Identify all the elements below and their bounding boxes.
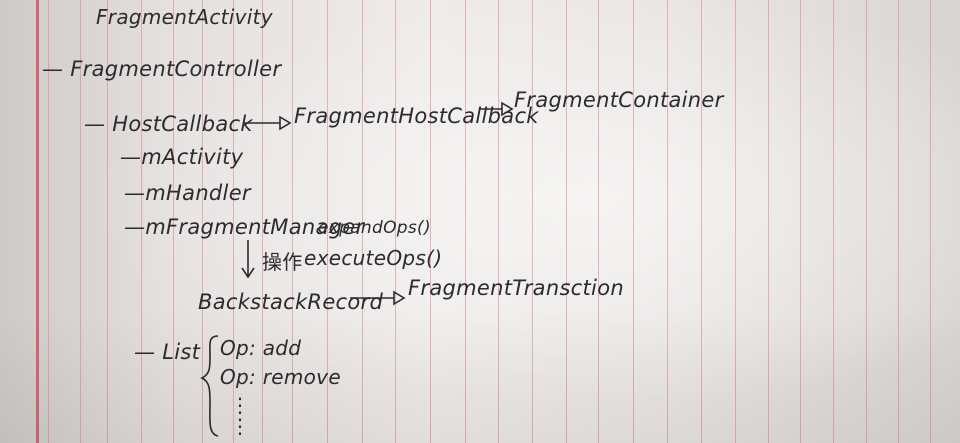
note-host-callback: — HostCallback [84, 112, 253, 136]
rule-line [633, 0, 635, 443]
note-ellipsis: ⋮ [230, 414, 251, 438]
note-operate-char: 操作 [262, 250, 303, 274]
rule-line [898, 0, 900, 443]
rule-line [498, 0, 500, 443]
rule-line [465, 0, 467, 443]
note-fragment-container: FragmentContainer [514, 88, 724, 112]
rule-line [800, 0, 802, 443]
rule-line [667, 0, 669, 443]
rule-line [233, 0, 235, 443]
rule-line [262, 0, 264, 443]
note-fragment-host-callback: FragmentHostCallback [294, 104, 539, 128]
inherit-arrow-icon [350, 290, 406, 306]
rule-line [395, 0, 397, 443]
down-arrow-icon [240, 240, 256, 280]
rule-line [532, 0, 534, 443]
rule-line [48, 0, 50, 443]
rule-line [768, 0, 770, 443]
rule-line [292, 0, 294, 443]
note-m-activity: —mActivity [120, 145, 244, 169]
rule-line [701, 0, 703, 443]
rule-line [430, 0, 432, 443]
note-fragment-transaction: FragmentTransction [408, 276, 624, 300]
note-ellipsis: ⋮ [230, 393, 251, 417]
rule-line [866, 0, 868, 443]
note-m-handler: —mHandler [124, 181, 251, 205]
curly-brace-icon [200, 335, 219, 437]
rule-line [735, 0, 737, 443]
note-execute-ops: executeOps() [304, 246, 443, 270]
rule-line [566, 0, 568, 443]
note-m-fragment-manager: —mFragmentManager [124, 215, 365, 239]
rule-line [202, 0, 204, 443]
rule-line [598, 0, 600, 443]
note-op-add: Op: add [220, 336, 302, 360]
rule-line [327, 0, 329, 443]
rule-line [141, 0, 143, 443]
inherit-arrow-icon [244, 115, 292, 131]
rule-line [930, 0, 932, 443]
note-op-remove: Op: remove [220, 365, 341, 389]
note-list: — List [134, 340, 201, 364]
margin-line [36, 0, 39, 443]
note-fragment-controller: — FragmentController [42, 57, 282, 81]
inherit-arrow-icon [480, 101, 514, 117]
note-backstack-record: BackstackRecord [198, 290, 384, 314]
note-expand-ops: expandOps() [318, 218, 431, 238]
note-title: FragmentActivity [96, 5, 273, 29]
rule-line [80, 0, 82, 443]
rule-line [173, 0, 175, 443]
rule-line [362, 0, 364, 443]
rule-line [833, 0, 835, 443]
rule-line [107, 0, 109, 443]
